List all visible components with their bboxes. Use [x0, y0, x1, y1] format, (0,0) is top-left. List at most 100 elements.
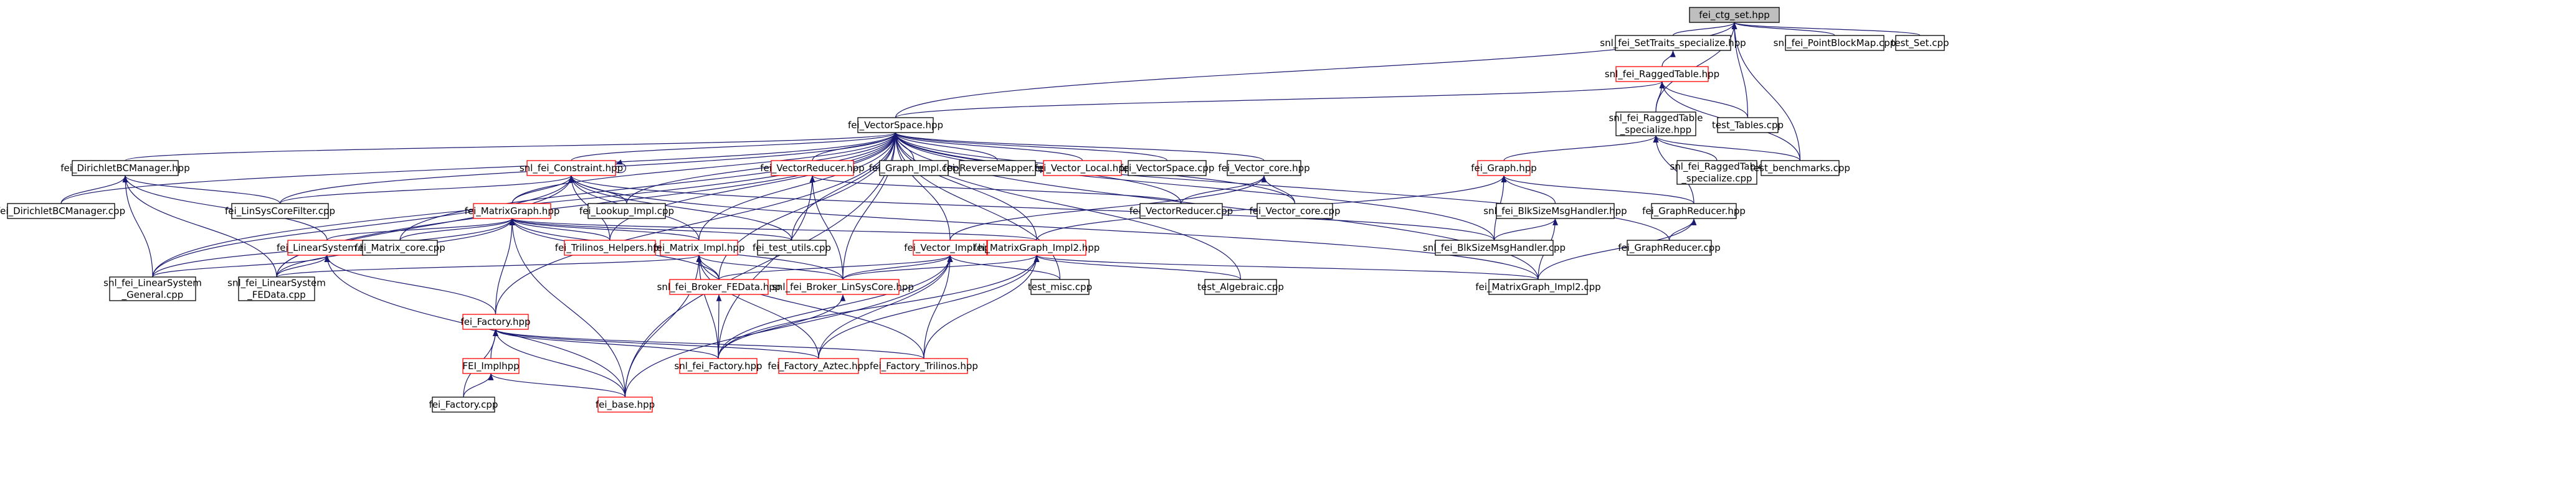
node-linsyscorefilter_cpp[interactable]: fei_LinSysCoreFilter.cpp: [225, 203, 335, 219]
node-box: [526, 160, 616, 176]
node-layer: fei_ctg_set.hpp snl_fei_SetTraits_special…: [0, 7, 1949, 413]
node-settraits[interactable]: snl_fei_SetTraits_specialize.hpp: [1600, 35, 1746, 51]
dependency-edge-blksizemsghandler_cpp-to-constraint_hpp: [568, 175, 1495, 241]
node-dirichletbcmgr_hpp[interactable]: fei_DirichletBCManager.hpp: [60, 160, 190, 176]
node-blksizemsghandler_hpp[interactable]: snl_fei_BlkSizeMsgHandler.hpp: [1483, 203, 1627, 219]
dependency-edge-pointblockmap-to-fei_ctg_set: [1731, 22, 1835, 36]
dependency-edge-matrixgraph_impl2_cpp-to-constraint_hpp: [568, 175, 1539, 280]
node-factory_trilinos_hpp[interactable]: fei_Factory_Trilinos.hpp: [870, 358, 978, 374]
node-label: fei_Matrix_Impl.hpp: [654, 242, 745, 254]
node-graphreducer_cpp[interactable]: fei_GraphReducer.cpp: [1618, 240, 1721, 256]
node-matrixgraph_impl2_hpp[interactable]: fei_MatrixGraph_Impl2.hpp: [974, 240, 1100, 256]
dependency-edge-raggedtable_spec_cpp-to-raggedtable_spec_hpp: [1653, 135, 1718, 161]
node-linearsystem_hpp[interactable]: fei_LinearSystem.hpp: [277, 240, 378, 256]
dependency-edge-constraint_hpp-to-vectorspace_hpp: [571, 132, 898, 161]
node-factory_hpp[interactable]: fei_Factory.hpp: [460, 314, 531, 330]
dependency-edge-matrixgraph_impl2_cpp-to-matrixgraph_impl2_hpp: [1034, 255, 1539, 280]
node-linearsystem_fedata_cpp[interactable]: snl_fei_LinearSystem_FEData.cpp: [227, 276, 326, 301]
node-matrixgraph_impl2_cpp[interactable]: fei_MatrixGraph_Impl2.cpp: [1475, 279, 1601, 295]
node-box: [660, 240, 738, 256]
node-fei_ctg_set[interactable]: fei_ctg_set.hpp: [1689, 7, 1780, 23]
node-label: fei_Factory_Aztec.hpp: [768, 360, 869, 372]
node-raggedtable_spec_hpp[interactable]: snl_fei_RaggedTable_specialize.hpp: [1609, 111, 1703, 136]
node-box: [669, 279, 769, 295]
node-graph_impl_cpp[interactable]: fei_Graph_Impl.cpp: [869, 160, 959, 176]
node-vectorreducer_cpp[interactable]: fei_VectorReducer.cpp: [1129, 203, 1233, 219]
node-vectorreducer_hpp[interactable]: fei_VectorReducer.hpp: [760, 160, 865, 176]
dependency-edge-matrix_impl_hpp-to-matrixgraph_hpp: [509, 218, 700, 241]
node-matrix_core_cpp[interactable]: fei_Matrix_core.cpp: [354, 240, 445, 256]
node-label: fei_Vector_Local.hpp: [1035, 162, 1131, 174]
node-vectorspace_cpp[interactable]: fei_VectorSpace.cpp: [1120, 160, 1215, 176]
node-broker_linsyscore_hpp[interactable]: snl_fei_Broker_LinSysCore.hpp: [772, 279, 914, 295]
node-matrix_impl_hpp[interactable]: fei_Matrix_Impl.hpp: [654, 240, 745, 256]
node-label: fei_ReverseMapper.cpp: [943, 162, 1052, 174]
node-test_utils_cpp[interactable]: fei_test_utils.cpp: [753, 240, 831, 256]
dependency-edge-test_utils_cpp-to-matrixgraph_hpp: [509, 218, 792, 241]
node-label: fei_DirichletBCManager.cpp: [0, 205, 125, 217]
node-label: snl_fei_Broker_FEData.hpp: [657, 281, 781, 293]
node-graphreducer_hpp[interactable]: fei_GraphReducer.hpp: [1642, 203, 1746, 219]
node-label: fei_VectorSpace.hpp: [848, 120, 943, 131]
node-box: [679, 358, 758, 374]
dependency-edge-trilinos_helpers_hpp-to-vectorspace_hpp: [609, 132, 898, 241]
node-label: fei_Matrix_core.cpp: [354, 242, 445, 254]
dependency-edge-factory_hpp-to-matrixgraph_hpp: [495, 218, 515, 315]
node-pointblockmap[interactable]: snl_fei_PointBlockMap.cpp: [1774, 35, 1896, 51]
node-broker_fedata_hpp[interactable]: snl_fei_Broker_FEData.hpp: [657, 279, 781, 295]
dependency-edge-broker_linsyscore_hpp-to-vectorreducer_hpp: [809, 175, 844, 280]
node-fei_impl_hpp[interactable]: FEI_Implhpp: [462, 358, 520, 374]
node-box: [1676, 160, 1757, 185]
node-test_tables[interactable]: test_Tables.cpp: [1712, 117, 1784, 133]
node-factory_cpp[interactable]: fei_Factory.cpp: [429, 397, 498, 413]
node-vector_core_hpp[interactable]: fei_Vector_core.hpp: [1218, 160, 1310, 176]
node-label: test_Tables.cpp: [1712, 120, 1784, 131]
dependency-edge-broker_linsyscore_hpp-to-matrixgraph_impl2_hpp: [842, 255, 1040, 280]
node-snl_factory_hpp[interactable]: snl_fei_Factory.hpp: [674, 358, 763, 374]
node-raggedtable_spec_cpp[interactable]: snl_fei_RaggedTable_specialize.cpp: [1670, 160, 1764, 185]
dependency-edge-base_hpp-to-matrixgraph_hpp: [509, 218, 626, 398]
node-base_hpp[interactable]: fei_base.hpp: [596, 397, 655, 413]
node-box: [462, 358, 520, 374]
dependency-edge-snl_factory_hpp-to-factory_hpp: [493, 329, 719, 359]
dependency-edge-lookup_impl_cpp-to-vectorspace_hpp: [626, 132, 898, 204]
node-box: [786, 279, 900, 295]
dependency-edge-test_benchmarks-to-raggedtable_spec_hpp: [1653, 135, 1801, 161]
node-reversemapper_cpp[interactable]: fei_ReverseMapper.cpp: [943, 160, 1052, 176]
node-box: [880, 358, 968, 374]
node-label: fei_LinSysCoreFilter.cpp: [225, 205, 335, 217]
dependency-edge-linsyscorefilter_cpp-to-dirichletbcmgr_hpp: [122, 175, 281, 204]
dependency-edge-vector_local_hpp-to-vectorspace_hpp: [893, 132, 1083, 161]
dependency-edge-factory_aztec_hpp-to-factory_hpp: [493, 329, 819, 359]
node-linearsystem_general_cpp[interactable]: snl_fei_LinearSystem_General.cpp: [103, 276, 202, 301]
node-dirichletbcmgr_cpp[interactable]: fei_DirichletBCManager.cpp: [0, 203, 125, 219]
node-graph_hpp[interactable]: fei_Graph.hpp: [1471, 160, 1537, 176]
node-test_misc_cpp[interactable]: test_misc.cpp: [1028, 279, 1092, 295]
node-vector_core_cpp[interactable]: fei_Vector_core.cpp: [1249, 203, 1341, 219]
node-raggedtable[interactable]: snl_fei_RaggedTable.hpp: [1605, 66, 1719, 82]
dependency-edge-test_algebraic_cpp-to-matrixgraph_impl2_hpp: [1034, 255, 1242, 280]
node-label: fei_VectorSpace.cpp: [1120, 162, 1215, 174]
node-blksizemsghandler_cpp[interactable]: snl_fei_BlkSizeMsgHandler.cpp: [1423, 240, 1566, 256]
node-label: fei_MatrixGraph_Impl2.hpp: [974, 242, 1100, 254]
node-label: fei_Lookup_Impl.cpp: [579, 205, 674, 217]
dependency-edge-linearsystem_general_cpp-to-linearsystem_hpp: [152, 255, 330, 278]
node-box: [771, 160, 854, 176]
node-vector_local_hpp[interactable]: fei_Vector_Local.hpp: [1035, 160, 1131, 176]
node-lookup_impl_cpp[interactable]: fei_Lookup_Impl.cpp: [579, 203, 674, 219]
dependency-edge-broker_fedata_hpp-to-vector_impl_hpp: [718, 255, 953, 280]
node-label: fei_VectorReducer.hpp: [760, 162, 865, 174]
node-label: snl_fei_SetTraits_specialize.hpp: [1600, 37, 1746, 49]
node-trilinos_helpers_hpp[interactable]: fei_Trilinos_Helpers.hpp: [555, 240, 665, 256]
node-test_benchmarks[interactable]: test_benchmarks.cpp: [1750, 160, 1850, 176]
node-box: [1689, 7, 1780, 23]
node-factory_aztec_hpp[interactable]: fei_Factory_Aztec.hpp: [768, 358, 870, 374]
node-vectorspace_hpp[interactable]: fei_VectorSpace.hpp: [848, 117, 943, 133]
node-box: [1761, 160, 1840, 176]
node-vector_impl_hpp[interactable]: fei_Vector_Impl.hpp: [904, 240, 996, 256]
node-constraint_hpp[interactable]: snl_fei_Constraint.hpp: [520, 160, 623, 176]
node-matrixgraph_hpp[interactable]: fei_MatrixGraph.hpp: [465, 203, 560, 219]
node-test_algebraic_cpp[interactable]: test_Algebraic.cpp: [1197, 279, 1284, 295]
node-label: fei_ctg_set.hpp: [1699, 9, 1770, 21]
node-test_set[interactable]: test_Set.cpp: [1891, 35, 1949, 51]
